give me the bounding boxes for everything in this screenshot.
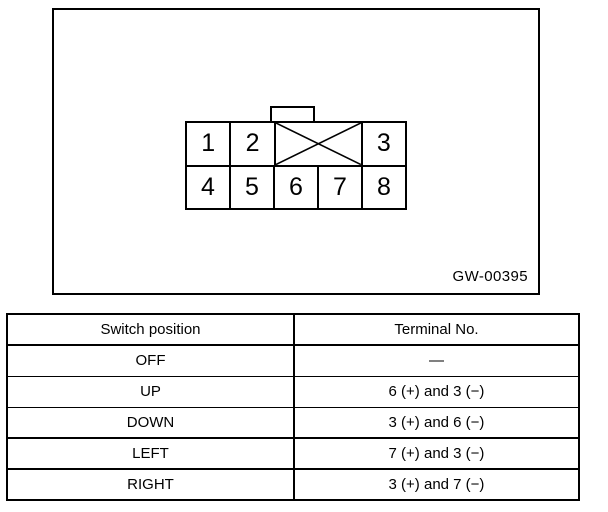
pin-cell-2: 2 xyxy=(231,123,276,165)
connector-bottom-row: 4 5 6 7 8 xyxy=(187,166,405,208)
table-row: RIGHT 3 (+) and 7 (−) xyxy=(6,468,580,501)
table-body: OFF — UP 6 (+) and 3 (−) DOWN 3 (+) and … xyxy=(6,344,580,501)
pin-label-8: 8 xyxy=(377,172,391,201)
switch-terminal-table: Switch position Terminal No. OFF — UP 6 … xyxy=(6,313,580,501)
figure-reference-code: GW-00395 xyxy=(452,268,528,285)
pin-label-3: 3 xyxy=(376,129,391,158)
pin-label-6: 6 xyxy=(289,172,303,201)
pin-label-5: 5 xyxy=(245,172,259,201)
pin-label-2: 2 xyxy=(245,129,260,158)
pin-cell-4: 4 xyxy=(187,166,231,208)
table-row: OFF — xyxy=(6,344,580,377)
pin-cell-3: 3 xyxy=(362,123,406,165)
cell-switch-position-down: DOWN xyxy=(6,406,295,439)
cell-terminal-up: 6 (+) and 3 (−) xyxy=(293,375,580,408)
cell-switch-position-right: RIGHT xyxy=(6,468,295,501)
cell-switch-position-up: UP xyxy=(6,375,295,408)
cell-terminal-left: 7 (+) and 3 (−) xyxy=(293,437,580,470)
pin-label-7: 7 xyxy=(333,172,347,201)
pin-label-1: 1 xyxy=(201,129,216,158)
table-row: DOWN 3 (+) and 6 (−) xyxy=(6,406,580,439)
header-switch-position: Switch position xyxy=(6,313,295,346)
cell-terminal-off: — xyxy=(293,344,580,377)
pin-cell-1: 1 xyxy=(187,123,232,165)
table-row: LEFT 7 (+) and 3 (−) xyxy=(6,437,580,470)
pin-cell-8: 8 xyxy=(363,166,405,208)
connector-top-row: 1 2 3 xyxy=(187,123,406,167)
pin-cell-6: 6 xyxy=(275,166,319,208)
pin-cell-5: 5 xyxy=(231,166,275,208)
pin-cell-blank-crossed xyxy=(275,123,363,165)
connector-diagram-panel: 1 2 3 4 xyxy=(52,8,540,295)
cell-switch-position-off: OFF xyxy=(6,344,295,377)
table-header: Switch position Terminal No. xyxy=(6,313,580,346)
table-header-row: Switch position Terminal No. xyxy=(6,313,580,346)
table-row: UP 6 (+) and 3 (−) xyxy=(6,375,580,408)
cross-out-icon xyxy=(276,123,361,165)
cell-switch-position-left: LEFT xyxy=(6,437,295,470)
cell-terminal-right: 3 (+) and 7 (−) xyxy=(293,468,580,501)
header-terminal-no: Terminal No. xyxy=(293,313,580,346)
pin-label-4: 4 xyxy=(201,172,215,201)
pin-cell-7: 7 xyxy=(319,166,363,208)
connector-body: 1 2 3 4 xyxy=(185,121,407,210)
connector-illustration: 1 2 3 4 xyxy=(185,106,407,210)
cell-terminal-down: 3 (+) and 6 (−) xyxy=(293,406,580,439)
connector-latch-tab-icon xyxy=(270,106,315,123)
